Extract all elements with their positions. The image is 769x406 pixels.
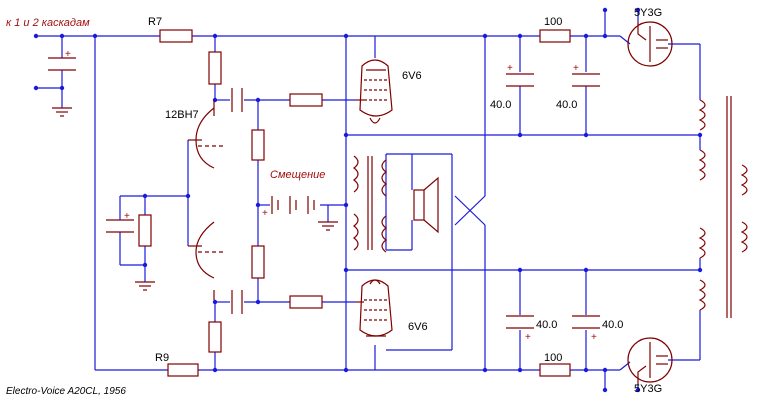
label-bias: Смещение [270,169,325,181]
svg-text:+: + [573,63,579,74]
junctions [33,7,703,393]
label-cap-top-1: 40.0 [490,99,511,111]
label-r7: R7 [148,16,162,28]
resistor-100-top [539,29,571,43]
ground-cathode [135,281,155,291]
ground-input [52,107,72,117]
label-cap-top-2: 40.0 [556,99,577,111]
svg-text:+: + [65,49,71,60]
svg-text:+: + [591,332,597,343]
label-cap-bottom-2: 40.0 [602,319,623,331]
label-12bh7: 12BH7 [165,109,199,121]
resistor-grid-bottom [251,245,265,279]
ground-bias [318,221,338,231]
capacitors: + + + + + + [48,49,600,343]
resistor-r7 [159,29,193,43]
label-5y3g-bottom: 5Y3G [634,383,662,395]
resistor-r9 [167,363,199,377]
input-note: к 1 и 2 каскадам [6,17,90,29]
label-6v6-top: 6V6 [402,70,422,82]
speaker-icon [413,176,439,234]
label-res-100-top: 100 [544,16,562,28]
grounds [52,107,338,291]
svg-text:+: + [507,63,513,74]
power-transformer [698,96,748,318]
resistor-grid-stopper-bottom [289,295,323,309]
label-r9: R9 [155,352,169,364]
bias-battery: + [262,196,315,219]
svg-text:+: + [525,332,531,343]
label-6v6-bottom: 6V6 [408,321,428,333]
resistor-plate-bottom [208,321,222,353]
label-5y3g-top: 5Y3G [634,7,662,19]
label-res-100-bottom: 100 [544,352,562,364]
resistor-plate-top [208,51,222,85]
resistor-grid-stopper-top [289,93,323,107]
caption: Electro-Voice A20CL, 1956 [6,386,126,397]
output-tube-bottom [356,279,393,337]
rectifier-tube-top [627,21,673,67]
resistors [138,29,571,377]
resistor-cathode [138,214,152,247]
resistor-grid-top [251,129,265,161]
resistor-100-bottom [539,363,571,377]
driver-tube [188,100,226,300]
output-transformer [353,155,387,253]
svg-text:+: + [262,208,268,219]
wiring [36,10,701,390]
svg-text:+: + [124,211,130,222]
label-cap-bottom-1: 40.0 [536,319,557,331]
rectifier-tube-bottom [627,337,673,384]
output-tube-top [356,59,393,124]
